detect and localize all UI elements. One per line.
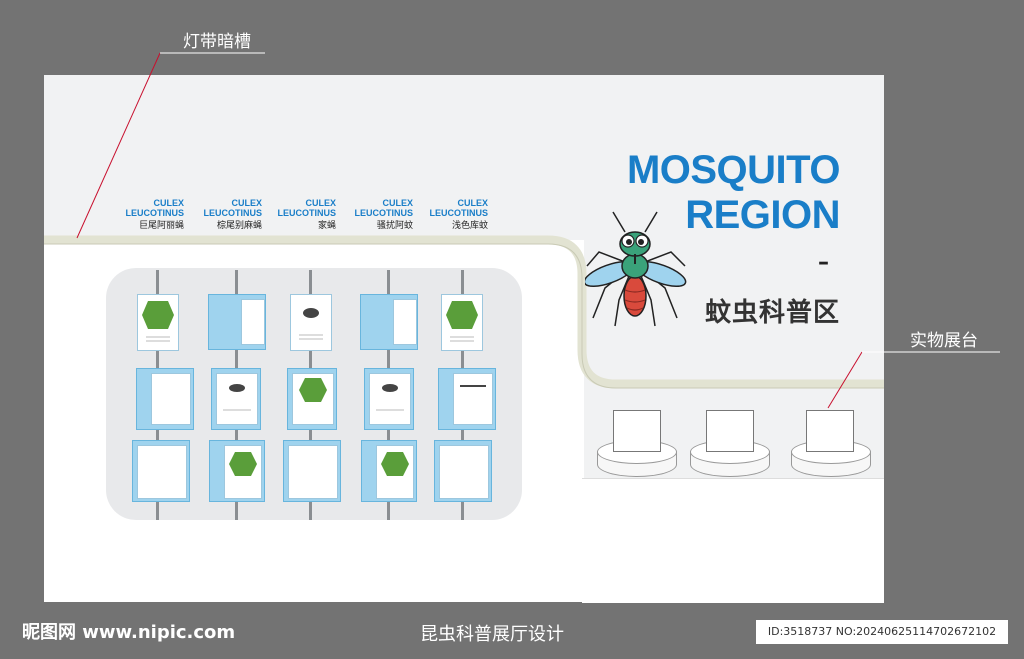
region-title-en-line2: REGION	[685, 193, 840, 237]
species-chinese-name: 家蝇	[317, 220, 336, 230]
light-strip-outline	[44, 243, 884, 389]
specimen-image-icon	[446, 301, 478, 342]
specimen-cube	[364, 368, 414, 430]
specimen-card	[290, 294, 332, 351]
species-latin-line1: CULEX	[305, 198, 336, 208]
species-label: CULEX LEUCOTINUS 家蝇	[250, 198, 337, 232]
fly-icon	[223, 384, 251, 411]
specimen-cube	[361, 440, 417, 502]
image-id-label: ID:3518737 NO:20240625114702672102	[756, 620, 1008, 644]
fly-icon	[299, 308, 323, 340]
species-latin-line1: CULEX	[231, 198, 262, 208]
species-label: CULEX LEUCOTINUS 浅色库蚊	[402, 198, 489, 232]
specimen-card	[441, 294, 483, 351]
species-chinese-name: 巨尾阿丽蝇	[138, 220, 184, 230]
region-title-en-line1: MOSQUITO	[626, 148, 841, 192]
specimen-cube	[283, 440, 341, 502]
fly-icon	[376, 384, 404, 411]
species-latin-line1: CULEX	[457, 198, 488, 208]
species-label: CULEX LEUCOTINUS 棕尾别麻蝇	[176, 198, 263, 232]
specimen-card	[151, 373, 191, 425]
specimen-card	[393, 299, 417, 345]
species-chinese-name: 浅色库蚊	[451, 220, 488, 230]
display-base-counter	[582, 478, 884, 603]
specimen-card	[376, 445, 414, 499]
specimen-image-icon	[229, 452, 257, 476]
species-latin-line1: CULEX	[382, 198, 413, 208]
species-label: CULEX LEUCOTINUS 巨尾阿丽蝇	[98, 198, 185, 232]
specimen-image-icon	[299, 378, 327, 402]
callout-label-display-stand: 实物展台	[910, 331, 978, 351]
species-latin-line2: LEUCOTINUS	[277, 208, 337, 218]
region-title-cn: 蚊虫科普区	[704, 298, 840, 328]
callout-label-light-slot: 灯带暗槽	[183, 32, 251, 52]
specimen-display-card	[806, 410, 854, 452]
watermark-logo-text: 昵图网 www.nipic.com	[22, 622, 236, 643]
callout-line-light-slot	[76, 52, 161, 239]
specimen-cube	[434, 440, 492, 502]
species-latin-line2: LEUCOTINUS	[203, 208, 263, 218]
caption-title: 昆虫科普展厅设计	[420, 624, 564, 645]
species-latin-line2: LEUCOTINUS	[125, 208, 185, 218]
specimen-cube	[209, 440, 265, 502]
specimen-card	[369, 373, 411, 425]
species-latin-line2: LEUCOTINUS	[429, 208, 489, 218]
specimen-card	[137, 445, 187, 499]
specimen-card	[453, 373, 493, 425]
specimen-card	[224, 445, 262, 499]
specimen-cube	[136, 368, 194, 430]
specimen-cube	[360, 294, 418, 350]
specimen-cube	[287, 368, 337, 430]
specimen-display-card	[706, 410, 754, 452]
specimen-card	[216, 373, 258, 425]
mosquito-icon	[460, 385, 486, 387]
callout-line-display-stand	[827, 351, 863, 409]
region-title-en: MOSQUITO REGION	[620, 148, 841, 238]
species-label: CULEX LEUCOTINUS 骚扰阿蚊	[327, 198, 414, 232]
specimen-card	[137, 294, 179, 351]
specimen-card	[439, 445, 489, 499]
mosquito-mascot-icon	[585, 211, 687, 327]
specimen-card	[241, 299, 265, 345]
specimen-card	[288, 445, 338, 499]
specimen-card	[292, 373, 334, 425]
specimen-cube	[438, 368, 496, 430]
species-chinese-name: 骚扰阿蚊	[376, 220, 413, 230]
title-dash: –	[818, 250, 829, 275]
species-latin-line2: LEUCOTINUS	[354, 208, 414, 218]
species-latin-line1: CULEX	[153, 198, 184, 208]
species-chinese-name: 棕尾别麻蝇	[216, 220, 262, 230]
specimen-cube	[208, 294, 266, 350]
specimen-image-icon	[142, 301, 174, 342]
specimen-cube	[211, 368, 261, 430]
specimen-cube	[132, 440, 190, 502]
specimen-display-card	[613, 410, 661, 452]
specimen-image-icon	[381, 452, 409, 476]
